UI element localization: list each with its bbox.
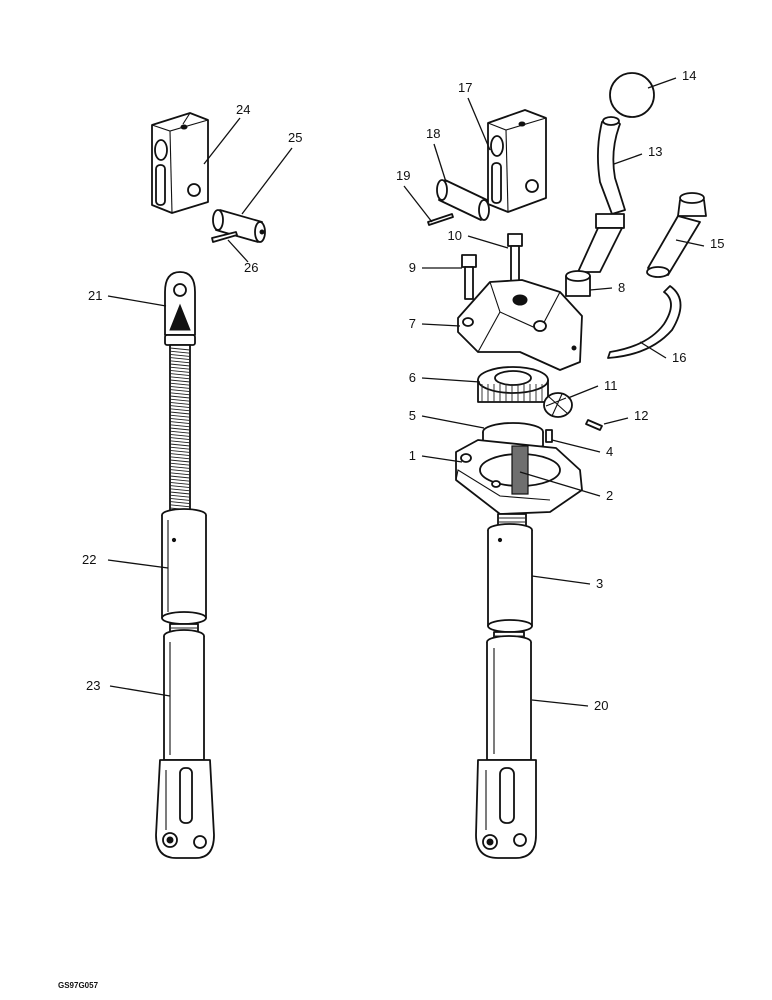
leader-line-20 [531, 699, 589, 707]
part-2-shaft [511, 445, 529, 495]
part-16-spring-clip [607, 285, 682, 359]
callout-number-22: 22 [82, 552, 96, 567]
callout-number-6: 6 [409, 370, 416, 385]
leader-line-26 [227, 239, 249, 263]
callout-number-11: 11 [604, 378, 618, 393]
leader-line-18 [433, 143, 447, 183]
callout-number-25: 25 [288, 130, 302, 145]
leader-line-12 [603, 417, 629, 425]
callout-labels: 1234567891011121314151617181920212223242… [82, 68, 724, 713]
part-4-pin [545, 429, 553, 443]
part-26-split-pin [211, 231, 238, 243]
callout-number-20: 20 [594, 698, 608, 713]
part-3-upper-tube [487, 523, 533, 633]
callout-number-8: 8 [618, 280, 625, 295]
part-12-pin [585, 419, 603, 431]
callout-number-16: 16 [672, 350, 686, 365]
callout-number-2: 2 [606, 488, 613, 503]
callout-number-3: 3 [596, 576, 603, 591]
leader-line-1 [421, 455, 463, 463]
leader-line-8 [589, 287, 613, 291]
part-13-lever [577, 116, 626, 273]
callout-number-17: 17 [458, 80, 472, 95]
part-6-gear [477, 366, 549, 403]
callout-number-10: 10 [448, 228, 462, 243]
callout-number-9: 9 [409, 260, 416, 275]
leader-line-16 [639, 341, 667, 359]
part-10-bolt [507, 233, 523, 283]
leader-line-3 [531, 575, 591, 585]
leader-line-22 [107, 559, 169, 569]
callout-number-4: 4 [606, 444, 613, 459]
callout-number-26: 26 [244, 260, 258, 275]
part-8-bush [565, 270, 591, 297]
part-lower-clevis-right [475, 759, 537, 859]
part-23-lower-tube [163, 629, 205, 761]
callout-number-7: 7 [409, 316, 416, 331]
part-lower-clevis-left [155, 759, 215, 859]
callout-number-23: 23 [86, 678, 100, 693]
leader-line-4 [551, 439, 601, 453]
leader-line-10 [467, 235, 509, 249]
part-19-split-pin [427, 213, 454, 226]
part-18-pin [436, 179, 490, 221]
part-17-clevis-block [487, 109, 547, 213]
callout-number-21: 21 [88, 288, 102, 303]
part-15-handle-grip [646, 192, 707, 278]
callout-number-18: 18 [426, 126, 440, 141]
callout-number-13: 13 [648, 144, 662, 159]
part-7-housing-cover [457, 279, 583, 371]
part-14-ball-knob [609, 72, 655, 118]
leader-line-14 [647, 77, 677, 89]
callout-number-1: 1 [409, 448, 416, 463]
leader-line-25 [241, 147, 293, 215]
leader-line-24 [203, 117, 241, 165]
leader-line-19 [403, 185, 433, 223]
part-22-sleeve [161, 508, 207, 625]
leader-line-21 [107, 295, 167, 307]
callout-number-24: 24 [236, 102, 250, 117]
leader-line-11 [567, 385, 599, 399]
leader-line-15 [675, 239, 705, 247]
callout-number-12: 12 [634, 408, 648, 423]
leader-line-17 [467, 97, 491, 151]
leader-line-23 [109, 685, 171, 697]
callout-number-19: 19 [396, 168, 410, 183]
leader-line-5 [421, 415, 485, 429]
part-11-pinion [543, 392, 573, 418]
leader-line-2 [519, 471, 601, 497]
callout-number-5: 5 [409, 408, 416, 423]
part-9-bolt [461, 254, 477, 300]
part-25-pin [212, 209, 266, 243]
part-threaded-rod [169, 344, 191, 516]
part-24-clevis-block [151, 112, 209, 214]
drawing-reference-code: GS97G057 [58, 981, 99, 990]
leader-line-13 [613, 153, 643, 165]
callout-number-14: 14 [682, 68, 696, 83]
leader-line-7 [421, 323, 461, 327]
part-20-lower-tube [486, 635, 532, 761]
callout-number-15: 15 [710, 236, 724, 251]
leader-line-6 [421, 377, 481, 383]
part-21-eye-end [164, 271, 196, 346]
